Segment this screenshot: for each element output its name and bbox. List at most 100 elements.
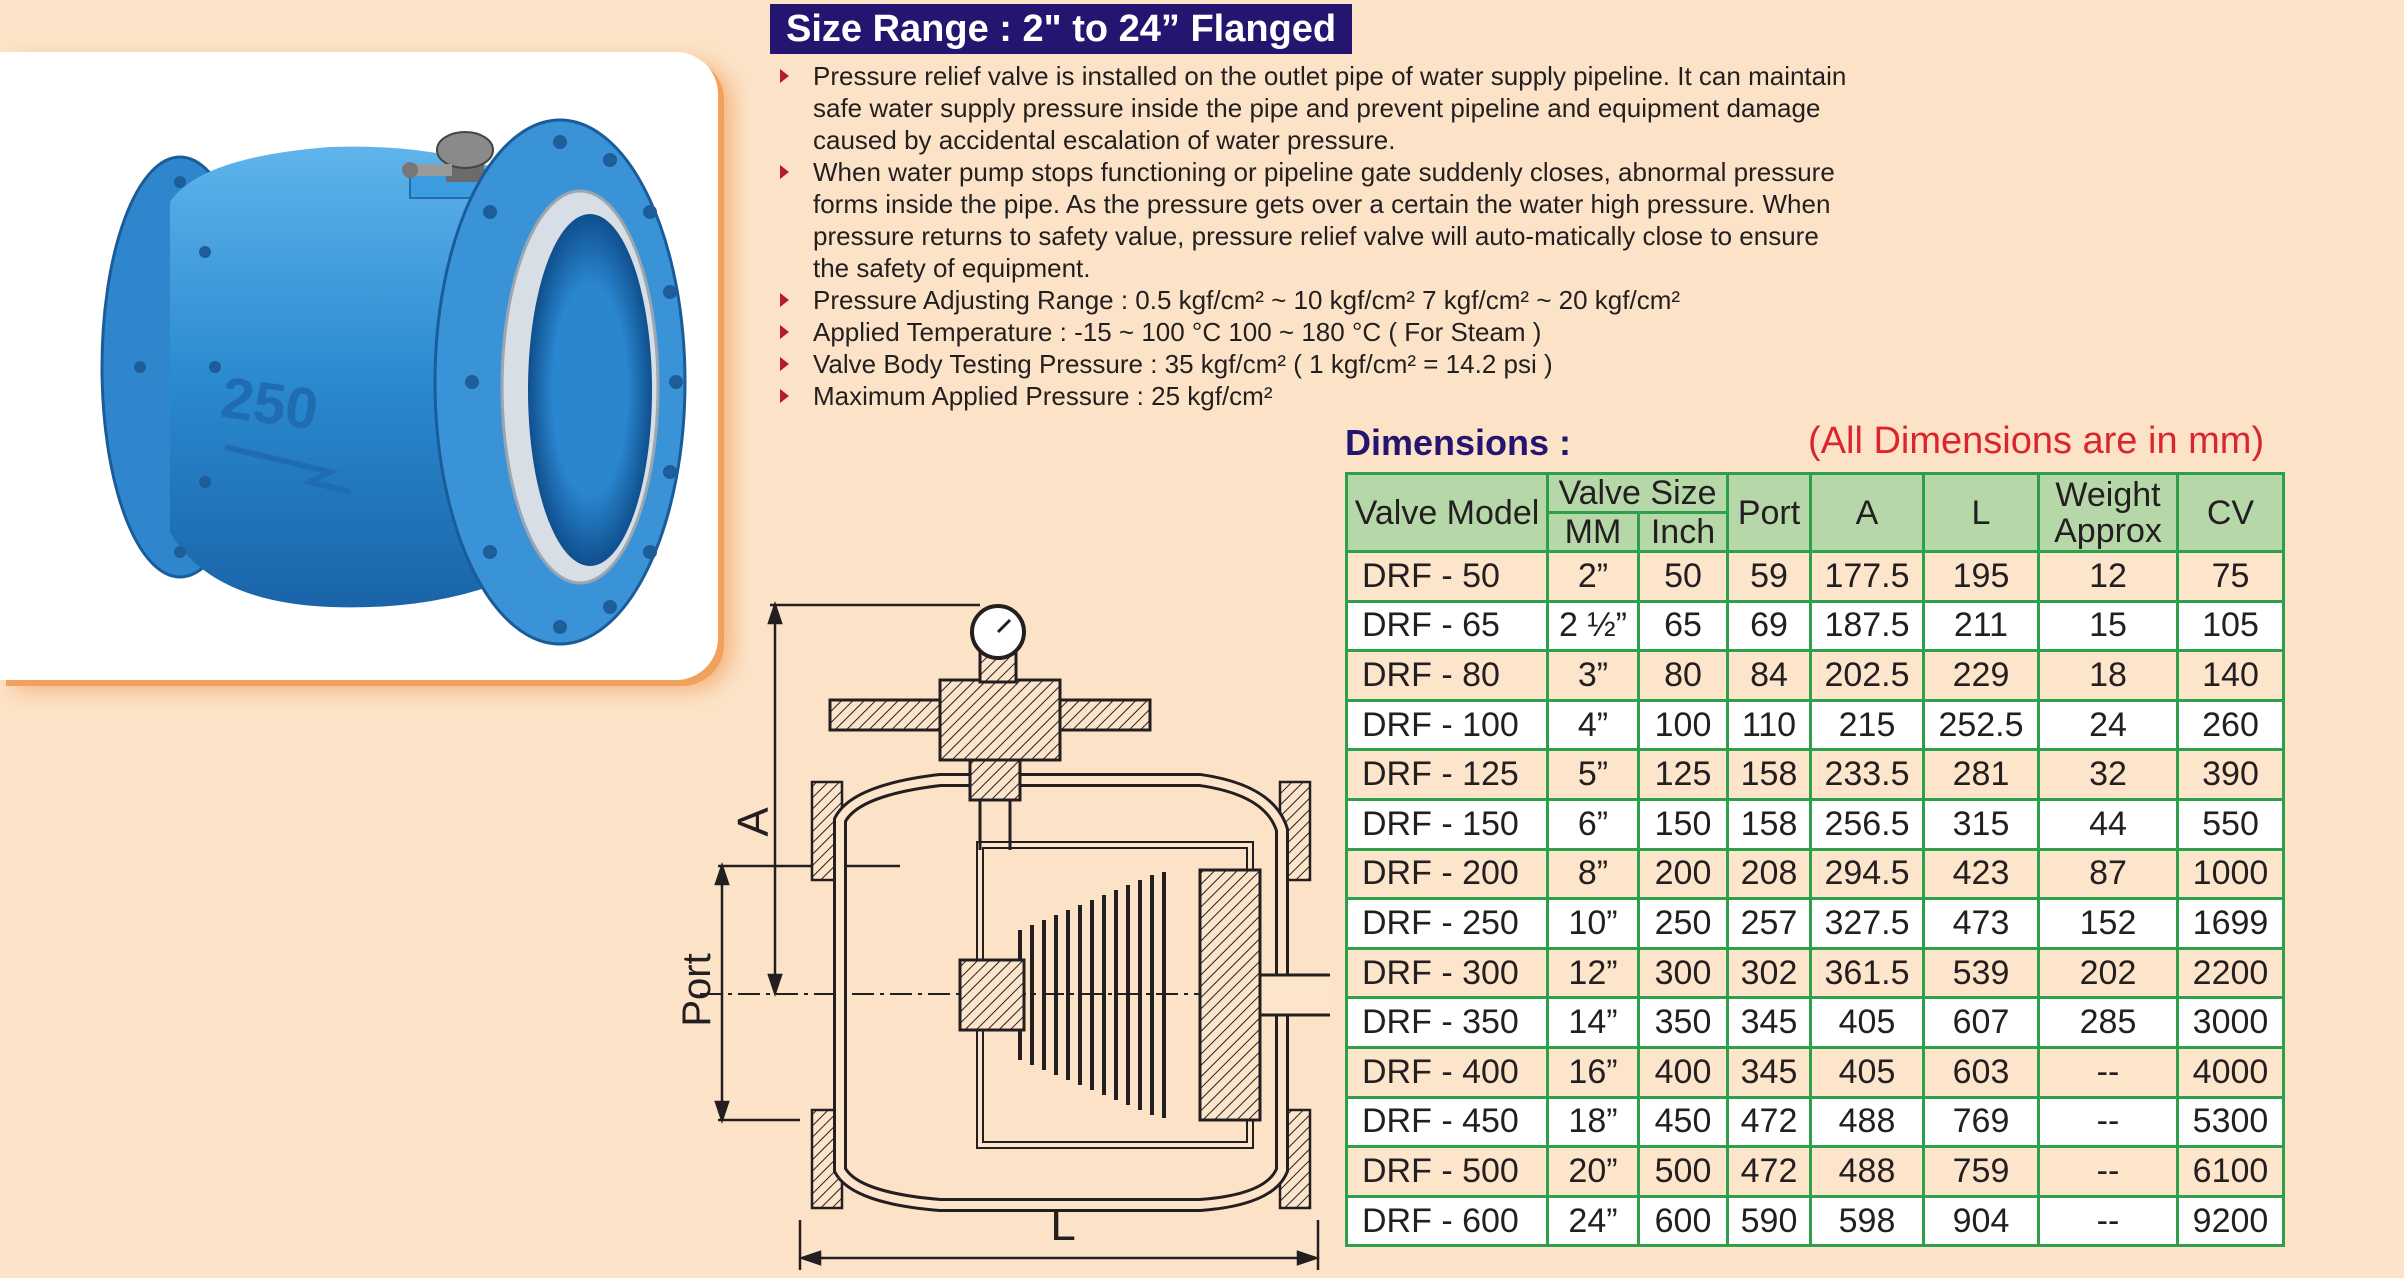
table-cell: 6100 — [2176, 1145, 2285, 1198]
header-weight: Weight Approx — [2037, 472, 2179, 553]
list-item: Applied Temperature : -15 ~ 100 °C 100 ~… — [780, 316, 1980, 348]
table-cell: 2” — [1546, 550, 1640, 603]
table-cell: 488 — [1809, 1145, 1925, 1198]
table-cell: 65 — [1637, 599, 1729, 653]
bullet-arrow-icon — [780, 357, 789, 371]
table-cell: 6” — [1546, 797, 1640, 851]
table-cell: 315 — [1922, 797, 2040, 851]
table-cell: 3000 — [2176, 996, 2285, 1049]
table-cell: 327.5 — [1809, 897, 1925, 950]
bullet-arrow-icon — [780, 325, 789, 339]
table-cell: 152 — [2037, 897, 2179, 950]
table-cell: 18” — [1546, 1095, 1640, 1149]
table-cell: 187.5 — [1809, 599, 1925, 653]
table-cell: 14” — [1546, 996, 1640, 1049]
table-cell: DRF - 250 — [1345, 897, 1549, 950]
table-cell: 125 — [1637, 748, 1729, 801]
table-cell: 550 — [2176, 797, 2285, 851]
table-cell: 250 — [1637, 897, 1729, 950]
table-cell: 50 — [1637, 550, 1729, 603]
table-cell: 769 — [1922, 1095, 2040, 1149]
header-inch: Inch — [1637, 511, 1729, 553]
table-cell: 345 — [1726, 996, 1812, 1049]
dimensions-note: (All Dimensions are in mm) — [1808, 420, 2265, 462]
bullet-arrow-icon — [780, 293, 789, 307]
bullet-arrow-icon — [780, 165, 789, 179]
header-valve-model: Valve Model — [1345, 472, 1549, 553]
table-cell: 140 — [2176, 649, 2285, 702]
table-cell: 472 — [1726, 1095, 1812, 1149]
table-cell: 4000 — [2176, 1045, 2285, 1099]
table-cell: DRF - 200 — [1345, 847, 1549, 901]
table-cell: 285 — [2037, 996, 2179, 1049]
table-cell: 195 — [1922, 550, 2040, 603]
table-cell: 87 — [2037, 847, 2179, 901]
table-cell: 24 — [2037, 698, 2179, 752]
table-cell: 3” — [1546, 649, 1640, 702]
header-valve-size: Valve Size — [1546, 472, 1729, 514]
list-item: Valve Body Testing Pressure : 35 kgf/cm²… — [780, 348, 1980, 380]
table-cell: DRF - 300 — [1345, 946, 1549, 1000]
table-cell: 200 — [1637, 847, 1729, 901]
table-cell: 215 — [1809, 698, 1925, 752]
table-cell: 84 — [1726, 649, 1812, 702]
label-a: A — [729, 807, 778, 837]
table-cell: 24” — [1546, 1194, 1640, 1248]
table-cell: 105 — [2176, 599, 2285, 653]
table-cell: DRF - 600 — [1345, 1194, 1549, 1248]
table-cell: 400 — [1637, 1045, 1729, 1099]
table-cell: 208 — [1726, 847, 1812, 901]
table-cell: DRF - 80 — [1345, 649, 1549, 702]
table-cell: 16” — [1546, 1045, 1640, 1099]
table-cell: DRF - 100 — [1345, 698, 1549, 752]
table-cell: 211 — [1922, 599, 2040, 653]
table-cell: DRF - 150 — [1345, 797, 1549, 851]
table-cell: DRF - 350 — [1345, 996, 1549, 1049]
table-cell: 294.5 — [1809, 847, 1925, 901]
table-cell: 600 — [1637, 1194, 1729, 1248]
table-cell: 80 — [1637, 649, 1729, 702]
table-cell: 202.5 — [1809, 649, 1925, 702]
pilot-gauge-icon — [402, 131, 494, 182]
header-l: L — [1922, 472, 2040, 553]
table-cell: 59 — [1726, 550, 1812, 603]
table-cell: 759 — [1922, 1145, 2040, 1198]
table-cell: 158 — [1726, 748, 1812, 801]
table-cell: 302 — [1726, 946, 1812, 1000]
table-cell: 473 — [1922, 897, 2040, 950]
header-a: A — [1809, 472, 1925, 553]
dimensions-title: Dimensions : — [1345, 422, 1572, 463]
header-port: Port — [1726, 472, 1812, 553]
table-cell: 423 — [1922, 847, 2040, 901]
table-cell: 1000 — [2176, 847, 2285, 901]
table-cell: 260 — [2176, 698, 2285, 752]
dimensions-table: Valve Model Valve Size Port A L Weight A… — [1345, 472, 2285, 1248]
table-cell: DRF - 500 — [1345, 1145, 1549, 1198]
table-cell: 75 — [2176, 550, 2285, 603]
table-cell: 252.5 — [1922, 698, 2040, 752]
table-cell: 32 — [2037, 748, 2179, 801]
table-cell: 300 — [1637, 946, 1729, 1000]
table-cell: DRF - 50 — [1345, 550, 1549, 603]
table-cell: -- — [2037, 1045, 2179, 1099]
list-item: When water pump stops functioning or pip… — [780, 156, 1980, 284]
table-cell: 2200 — [2176, 946, 2285, 1000]
table-cell: 607 — [1922, 996, 2040, 1049]
table-cell: 539 — [1922, 946, 2040, 1000]
table-cell: -- — [2037, 1145, 2179, 1198]
table-cell: 472 — [1726, 1145, 1812, 1198]
table-cell: 5” — [1546, 748, 1640, 801]
table-cell: DRF - 125 — [1345, 748, 1549, 801]
table-cell: -- — [2037, 1095, 2179, 1149]
